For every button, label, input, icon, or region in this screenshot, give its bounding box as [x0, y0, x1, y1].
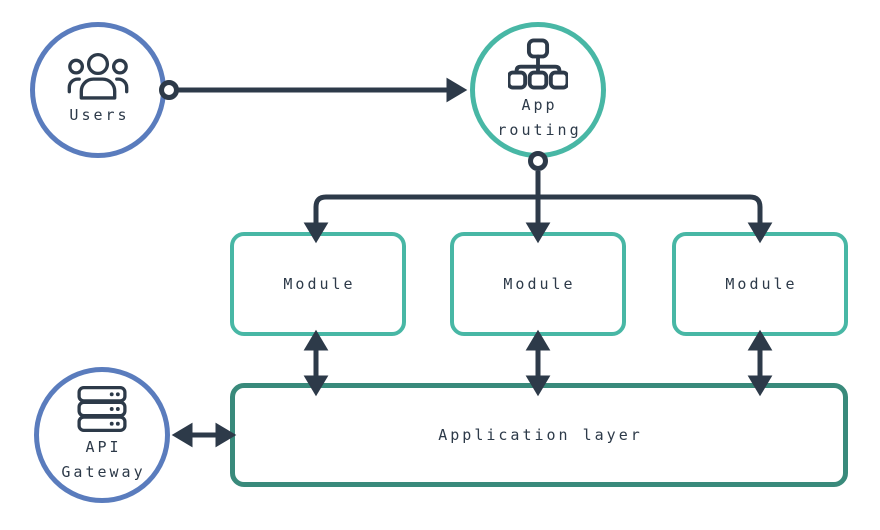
users-node: Users	[30, 22, 166, 158]
module-box-3: Module	[672, 232, 848, 336]
api-gateway-node-label: API Gateway	[61, 437, 146, 481]
arrow-app-routing-to-module-3	[538, 194, 773, 244]
module-2-label: Module	[503, 274, 576, 293]
app-routing-node: App routing	[470, 22, 606, 158]
users-node-label: Users	[69, 106, 130, 124]
sitemap-icon	[508, 38, 568, 89]
arrow-app-routing-to-module-1	[303, 194, 538, 244]
app-routing-node-label: App routing	[497, 95, 582, 139]
module-box-2: Module	[450, 232, 626, 336]
users-icon	[67, 52, 129, 100]
application-layer-label: Application layer	[438, 425, 643, 444]
server-stack-icon	[77, 385, 127, 432]
module-3-label: Module	[725, 274, 798, 293]
application-layer-box: Application layer	[230, 383, 848, 487]
api-gateway-node: API Gateway	[34, 367, 170, 503]
module-box-1: Module	[230, 232, 406, 336]
module-1-label: Module	[283, 274, 356, 293]
